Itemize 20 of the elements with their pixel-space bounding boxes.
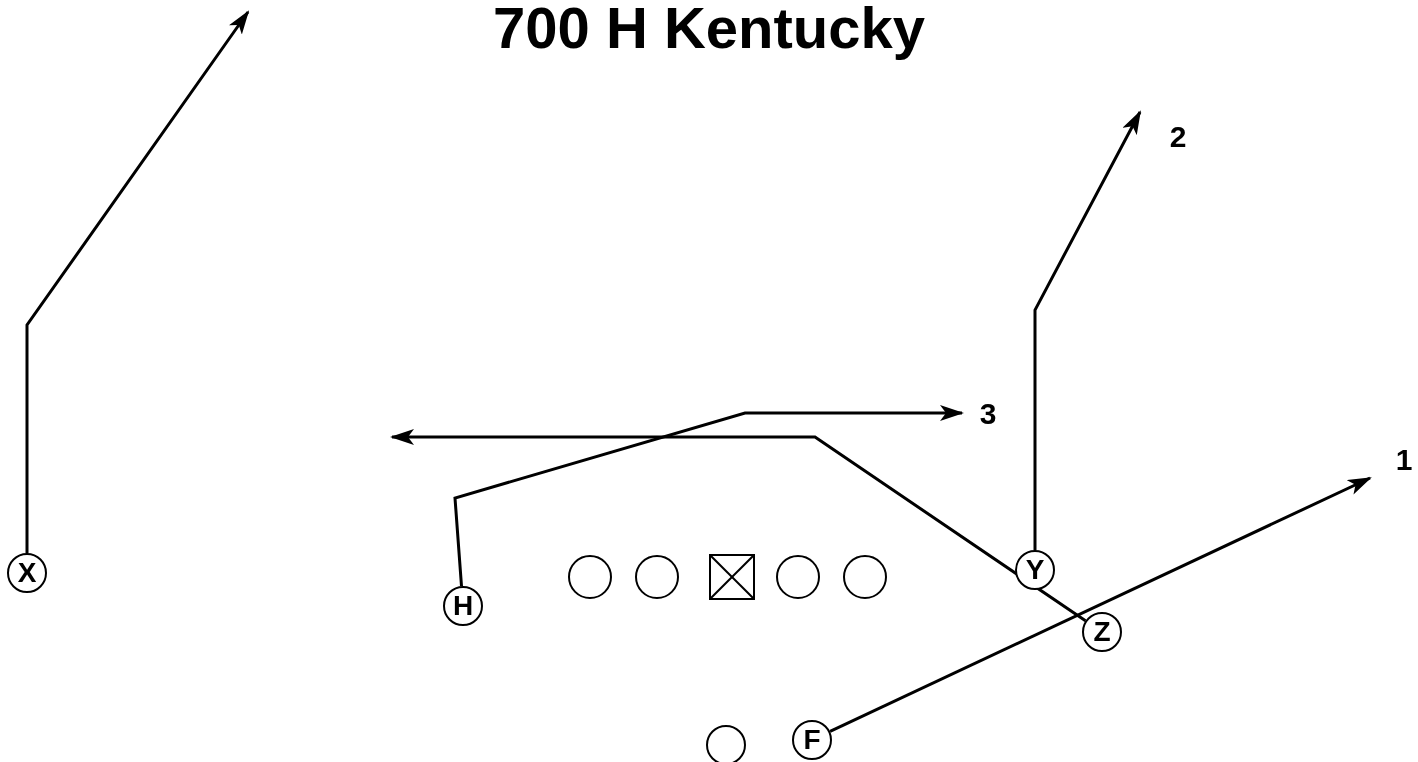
title: 700 H Kentucky xyxy=(492,0,926,60)
player-circle: H xyxy=(443,586,483,626)
player-circle xyxy=(706,725,746,762)
route-number: 3 xyxy=(974,400,1002,428)
route-number: 2 xyxy=(1164,123,1192,151)
route-arrow xyxy=(453,405,964,587)
player-circle: Z xyxy=(1082,612,1122,652)
player-circle xyxy=(776,555,820,599)
route-arrow xyxy=(1033,110,1142,550)
route-number: 1 xyxy=(1390,446,1418,474)
player-circle xyxy=(635,555,679,599)
player-circle xyxy=(568,555,612,599)
route-arrow xyxy=(829,476,1372,733)
player-circle: X xyxy=(7,553,47,593)
route-arrow xyxy=(25,10,250,553)
player-circle: Y xyxy=(1015,550,1055,590)
player-circle: F xyxy=(792,720,832,760)
center-square xyxy=(709,554,755,600)
player-circle xyxy=(843,555,887,599)
route-arrow xyxy=(390,429,1087,623)
